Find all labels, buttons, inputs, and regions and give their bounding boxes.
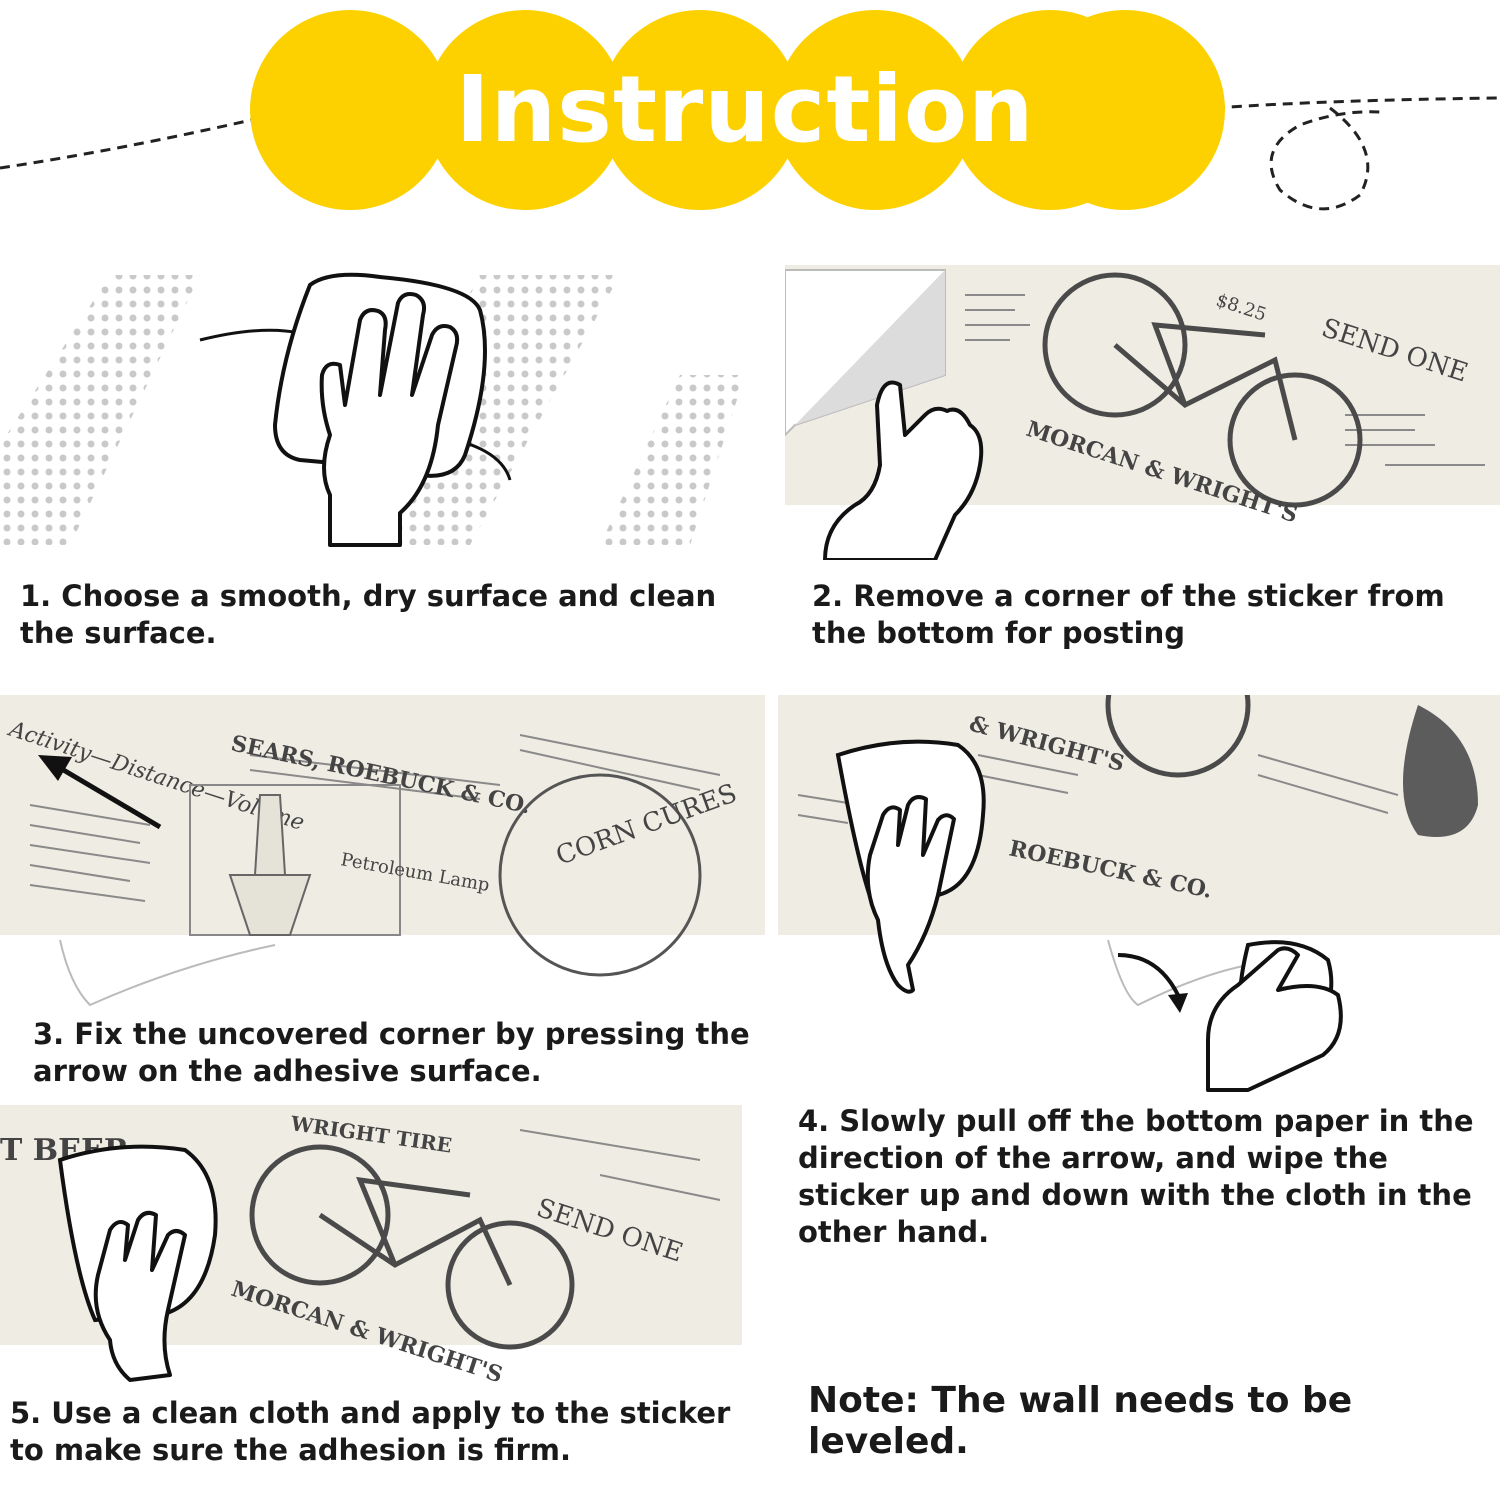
hand-wiping-cloth-icon: T BEER MORCAN & WRIGHT'S SEND ONE WRIGHT… — [0, 1105, 742, 1388]
step-2-illustration: MORCAN & WRIGHT'S SEND ONE $8.25 — [784, 265, 1500, 562]
step-5-illustration: T BEER MORCAN & WRIGHT'S SEND ONE WRIGHT… — [0, 1105, 742, 1388]
step-3-caption: 3. Fix the uncovered corner by pressing … — [33, 1017, 750, 1088]
hand-peeling-corner-icon: MORCAN & WRIGHT'S SEND ONE $8.25 — [784, 265, 1500, 562]
hand-pulling-backing-icon: & WRIGHT'S ROEBUCK & CO. — [778, 632, 1500, 1092]
step-5-caption: 5. Use a clean cloth and apply to the st… — [10, 1396, 731, 1467]
step-2-caption: 2. Remove a corner of the sticker from t… — [812, 579, 1445, 650]
direction-arrow-icon: SEARS, ROEBUCK & CO. Activity—Distance—V… — [0, 695, 765, 1007]
title-banner: Instruction Manual — [0, 0, 1500, 303]
banner-graphic — [0, 10, 1500, 211]
step-1-caption: 1. Choose a smooth, dry surface and clea… — [20, 579, 717, 650]
note-text: Note: The wall needs to be leveled. — [808, 1380, 1353, 1462]
step-1-illustration — [0, 255, 750, 555]
banner-circles — [250, 10, 1225, 210]
hand-wiping-cloth-icon — [0, 272, 745, 547]
step-4-caption: 4. Slowly pull off the bottom paper in t… — [798, 1104, 1474, 1249]
step-3-illustration: SEARS, ROEBUCK & CO. Activity—Distance—V… — [0, 695, 765, 1015]
step-4-illustration: & WRIGHT'S ROEBUCK & CO. — [778, 632, 1500, 1095]
